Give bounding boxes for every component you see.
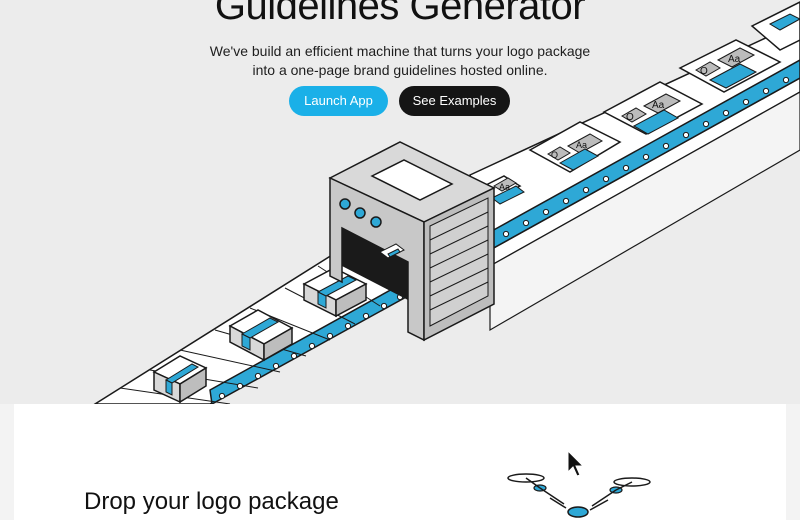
- mouse-cursor-icon: [567, 450, 585, 477]
- guideline-card-3: O Aa: [678, 39, 782, 93]
- conveyor-illustration: O Aa O Aa O Aa Aa: [93, 1, 800, 404]
- card-letter: O: [551, 150, 558, 160]
- card-type-sample: Aa: [728, 54, 741, 65]
- hero-section: O Aa O Aa O Aa Aa: [93, 0, 800, 404]
- drop-logo-heading: Drop your logo package: [84, 488, 339, 515]
- upload-card: Drop your logo package: [14, 404, 786, 520]
- card-letter: O: [700, 66, 708, 77]
- launch-app-button[interactable]: Launch App: [289, 86, 388, 116]
- logo-package-box-1: [152, 355, 208, 404]
- card-type-sample: Aa: [499, 182, 510, 192]
- card-letter: O: [626, 112, 634, 123]
- logo-package-box-2: [228, 309, 294, 362]
- card-type-sample: Aa: [652, 100, 665, 111]
- hero-subtitle: We've build an efficient machine that tu…: [209, 43, 591, 78]
- drone-icon: [507, 473, 651, 518]
- guideline-card-2: O Aa: [602, 81, 704, 135]
- generator-machine: [328, 141, 496, 342]
- see-examples-button[interactable]: See Examples: [399, 86, 510, 116]
- upload-section: Drop your logo package: [0, 404, 800, 520]
- card-type-sample: Aa: [576, 140, 587, 150]
- guideline-card-4: [750, 1, 800, 51]
- logo-package-box-3: [302, 267, 368, 318]
- guideline-card-1: O Aa: [528, 121, 622, 173]
- page-title: Guidelines Generator: [214, 0, 586, 28]
